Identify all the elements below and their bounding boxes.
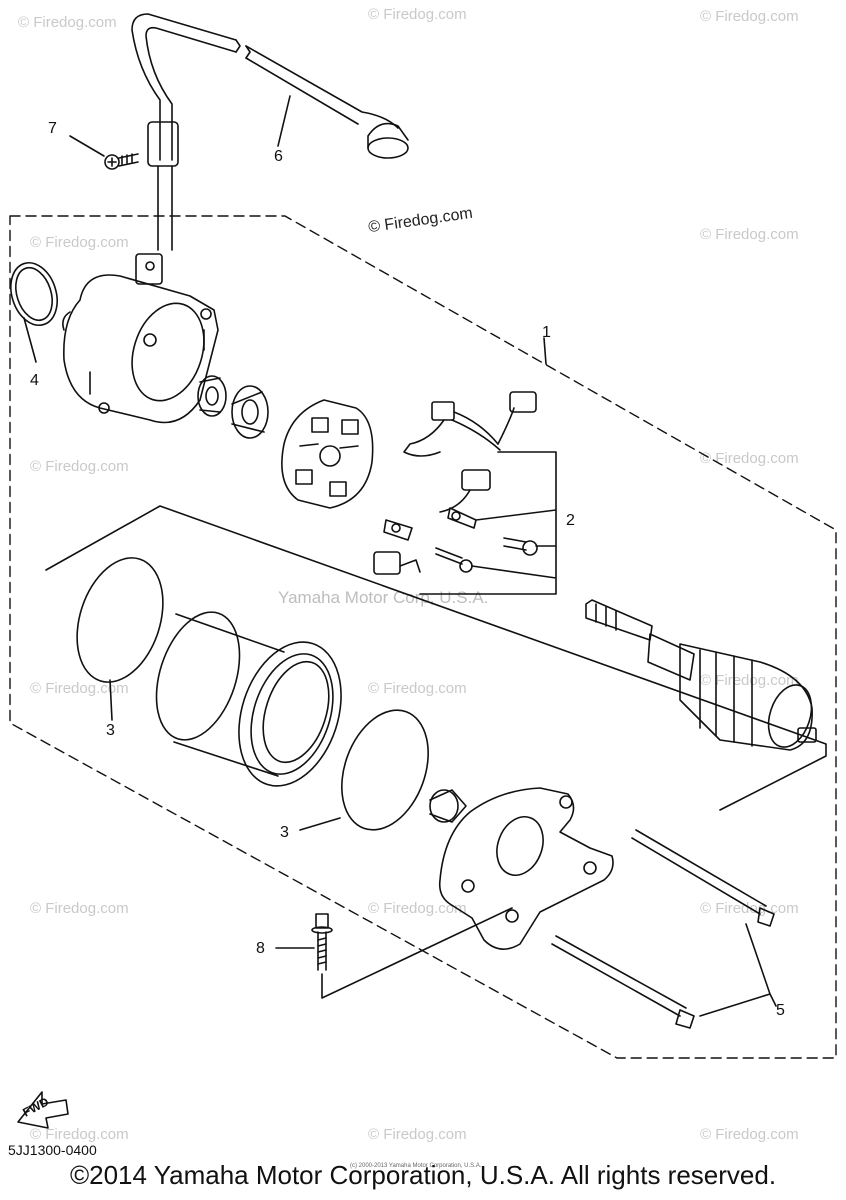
watermark: © Firedog.com [18, 14, 117, 31]
brush-set [373, 391, 557, 595]
watermark: © Firedog.com [368, 1126, 467, 1143]
callout-3-right: 3 [280, 824, 289, 841]
fine-print: (c) 2000-2013 Yamaha Motor Corporation, … [350, 1163, 482, 1169]
flange-bolt-8 [275, 907, 513, 999]
watermark: © Firedog.com [30, 900, 129, 917]
watermark: © Firedog.com [368, 680, 467, 697]
watermark: © Firedog.com [30, 680, 129, 697]
trademark-watermark: Yamaha Motor Corp, U.S.A. [278, 588, 489, 607]
watermark: © Firedog.com [700, 226, 799, 243]
brush-holder [281, 399, 374, 509]
leader-armature-box [45, 505, 827, 811]
callout-1: 1 [542, 324, 551, 341]
front-cover [438, 787, 614, 950]
rear-cover [62, 253, 219, 424]
assembly-boundary [9, 215, 837, 1059]
bearing [197, 375, 227, 417]
o-ring-3-right [341, 709, 429, 831]
watermark: © Firedog.com [368, 6, 467, 23]
leader-1 [543, 337, 547, 365]
leader-3-left [109, 679, 113, 721]
callout-3-left: 3 [106, 722, 115, 739]
watermark: © Firedog.com [368, 900, 467, 917]
leader-4 [23, 317, 37, 363]
callout-5: 5 [776, 1002, 785, 1019]
washer [231, 385, 269, 439]
callout-6: 6 [274, 148, 283, 165]
watermark: © Firedog.com [30, 234, 129, 251]
callout-7: 7 [48, 120, 57, 137]
fwd-arrow-icon [17, 1091, 69, 1129]
o-ring-3-left [76, 557, 164, 683]
drawing-code: 5JJ1300-0400 [8, 1142, 97, 1158]
yoke [155, 611, 342, 787]
leader-6 [277, 95, 291, 147]
callout-8: 8 [256, 940, 265, 957]
watermark: © Firedog.com [30, 1126, 129, 1143]
leader-7 [69, 135, 105, 157]
watermark: © Firedog.com [700, 672, 799, 689]
watermark: © Firedog.com [700, 8, 799, 25]
through-bolts [551, 829, 777, 1029]
watermark: © Firedog.com [700, 450, 799, 467]
leader-3-right [299, 817, 341, 831]
o-ring-4 [10, 262, 58, 326]
callout-4: 4 [30, 372, 39, 389]
screw-7 [104, 153, 139, 170]
watermark: © Firedog.com [700, 1126, 799, 1143]
copyright-notice: ©2014 Yamaha Motor Corporation, U.S.A. A… [69, 1160, 777, 1190]
lead-wire [131, 13, 409, 251]
watermark: © Firedog.com [30, 458, 129, 475]
bushing [429, 789, 467, 823]
armature [585, 599, 817, 751]
callout-2: 2 [566, 512, 575, 529]
